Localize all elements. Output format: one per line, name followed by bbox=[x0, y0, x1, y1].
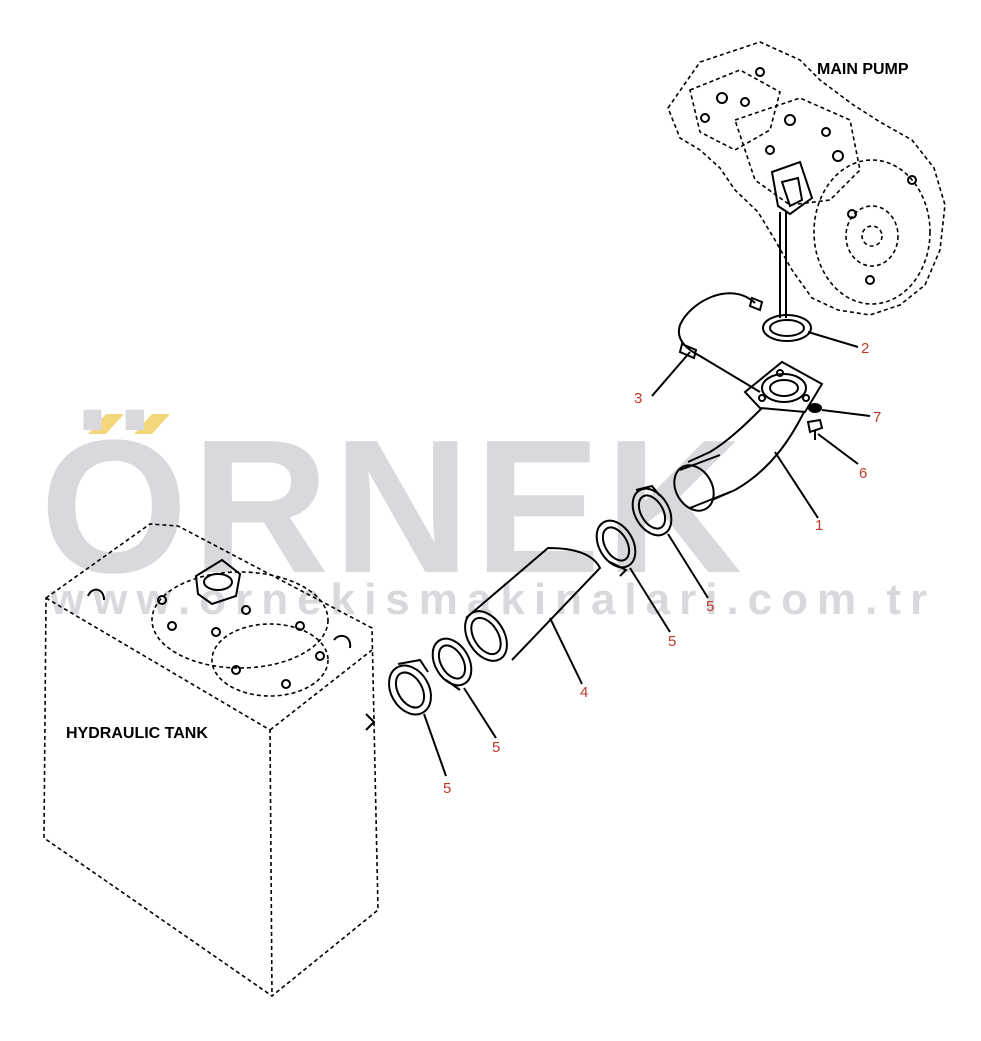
callout-5-b: 5 bbox=[668, 633, 676, 650]
callout-4: 4 bbox=[580, 684, 588, 701]
sensor-wire-part-3 bbox=[677, 292, 764, 393]
clamp-part-5-lower-right bbox=[431, 637, 473, 691]
callout-5-c: 5 bbox=[492, 739, 500, 756]
main-pump-label: MAIN PUMP bbox=[817, 61, 909, 78]
hydraulic-tank-drawing bbox=[43, 523, 379, 997]
callout-5-d: 5 bbox=[443, 780, 451, 797]
leader-lines bbox=[423, 331, 871, 777]
clamp-part-5-lower-left bbox=[388, 658, 432, 716]
hose-part-4 bbox=[464, 546, 602, 662]
callout-5-a: 5 bbox=[706, 598, 714, 615]
clamp-part-5-upper-right bbox=[631, 484, 673, 537]
watermark-accent-left bbox=[88, 414, 124, 434]
watermark-brand: ÖRNEK bbox=[40, 401, 746, 613]
bolt-part-6 bbox=[806, 418, 824, 440]
callout-6: 6 bbox=[859, 465, 867, 482]
watermark: ÖRNEK www.ornekismakinalari.com.tr bbox=[40, 401, 927, 624]
callout-2: 2 bbox=[861, 340, 869, 357]
elbow-pipe-part-1 bbox=[673, 360, 824, 512]
main-pump-drawing bbox=[667, 41, 946, 318]
callout-1: 1 bbox=[815, 517, 823, 534]
clamp-part-5-upper-left bbox=[595, 519, 637, 577]
watermark-accent-right bbox=[134, 414, 170, 434]
callout-7: 7 bbox=[873, 409, 881, 426]
seal-part-7 bbox=[808, 403, 822, 413]
hydraulic-tank-label: HYDRAULIC TANK bbox=[66, 725, 208, 742]
o-ring-part-2 bbox=[762, 314, 812, 342]
callout-3: 3 bbox=[634, 390, 642, 407]
